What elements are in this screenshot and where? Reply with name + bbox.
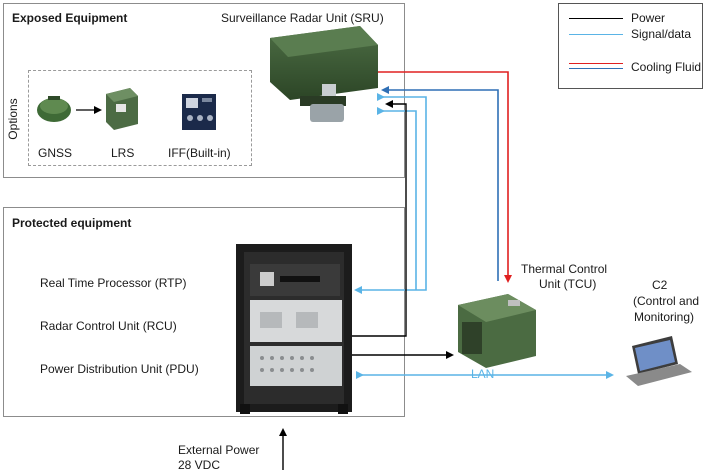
legend-item-signal: Signal/data	[569, 27, 709, 41]
external-power-line1: External Power	[178, 443, 260, 457]
pdu-label: Power Distribution Unit (PDU)	[40, 362, 199, 376]
exposed-equipment-title: Exposed Equipment	[12, 11, 128, 25]
sru-label: Surveillance Radar Unit (SRU)	[221, 11, 384, 25]
tcu-label-line2: Unit (TCU)	[539, 277, 597, 291]
c2-label-line2: (Control and	[633, 294, 700, 308]
legend-power-label: Power	[631, 11, 666, 25]
c2-label-line3: Monitoring)	[634, 310, 695, 324]
c2-laptop-icon	[626, 336, 692, 386]
external-power-line2: 28 VDC	[178, 458, 221, 472]
legend-cooling-cold-swatch	[569, 68, 623, 69]
lrs-icon	[106, 88, 138, 130]
option-gnss-label: GNSS	[38, 146, 73, 160]
sru-radar-icon	[270, 26, 378, 122]
gnss-icon	[37, 96, 71, 122]
signal-sru-rtp-line-2	[377, 107, 417, 290]
iff-icon	[182, 94, 216, 130]
tcu-icon	[458, 294, 536, 368]
rtp-label: Real Time Processor (RTP)	[40, 276, 187, 290]
legend-item-cooling: Cooling Fluid	[569, 60, 709, 74]
cooling-cold-line	[381, 86, 499, 281]
legend-cooling-hot-swatch	[569, 63, 623, 64]
tcu-label-line1: Thermal Control	[521, 262, 608, 276]
equipment-rack-icon	[236, 244, 352, 414]
option-iff-label: IFF(Built-in)	[168, 146, 231, 160]
legend-signal-label: Signal/data	[631, 27, 692, 41]
protected-equipment-title: Protected equipment	[12, 216, 132, 230]
options-box	[28, 70, 252, 166]
legend-power-swatch	[569, 18, 623, 19]
legend-box: Power Signal/data Cooling Fluid	[558, 3, 703, 89]
legend-signal-swatch	[569, 34, 623, 35]
legend-item-power: Power	[569, 11, 709, 25]
cooling-hot-line	[378, 71, 512, 283]
legend-cooling-label: Cooling Fluid	[631, 60, 702, 74]
power-pdu-sru-line	[352, 100, 407, 337]
rcu-label: Radar Control Unit (RCU)	[40, 319, 177, 333]
option-lrs-label: LRS	[111, 146, 135, 160]
signal-sru-rtp-line	[354, 93, 427, 294]
c2-label-line1: C2	[652, 278, 668, 292]
